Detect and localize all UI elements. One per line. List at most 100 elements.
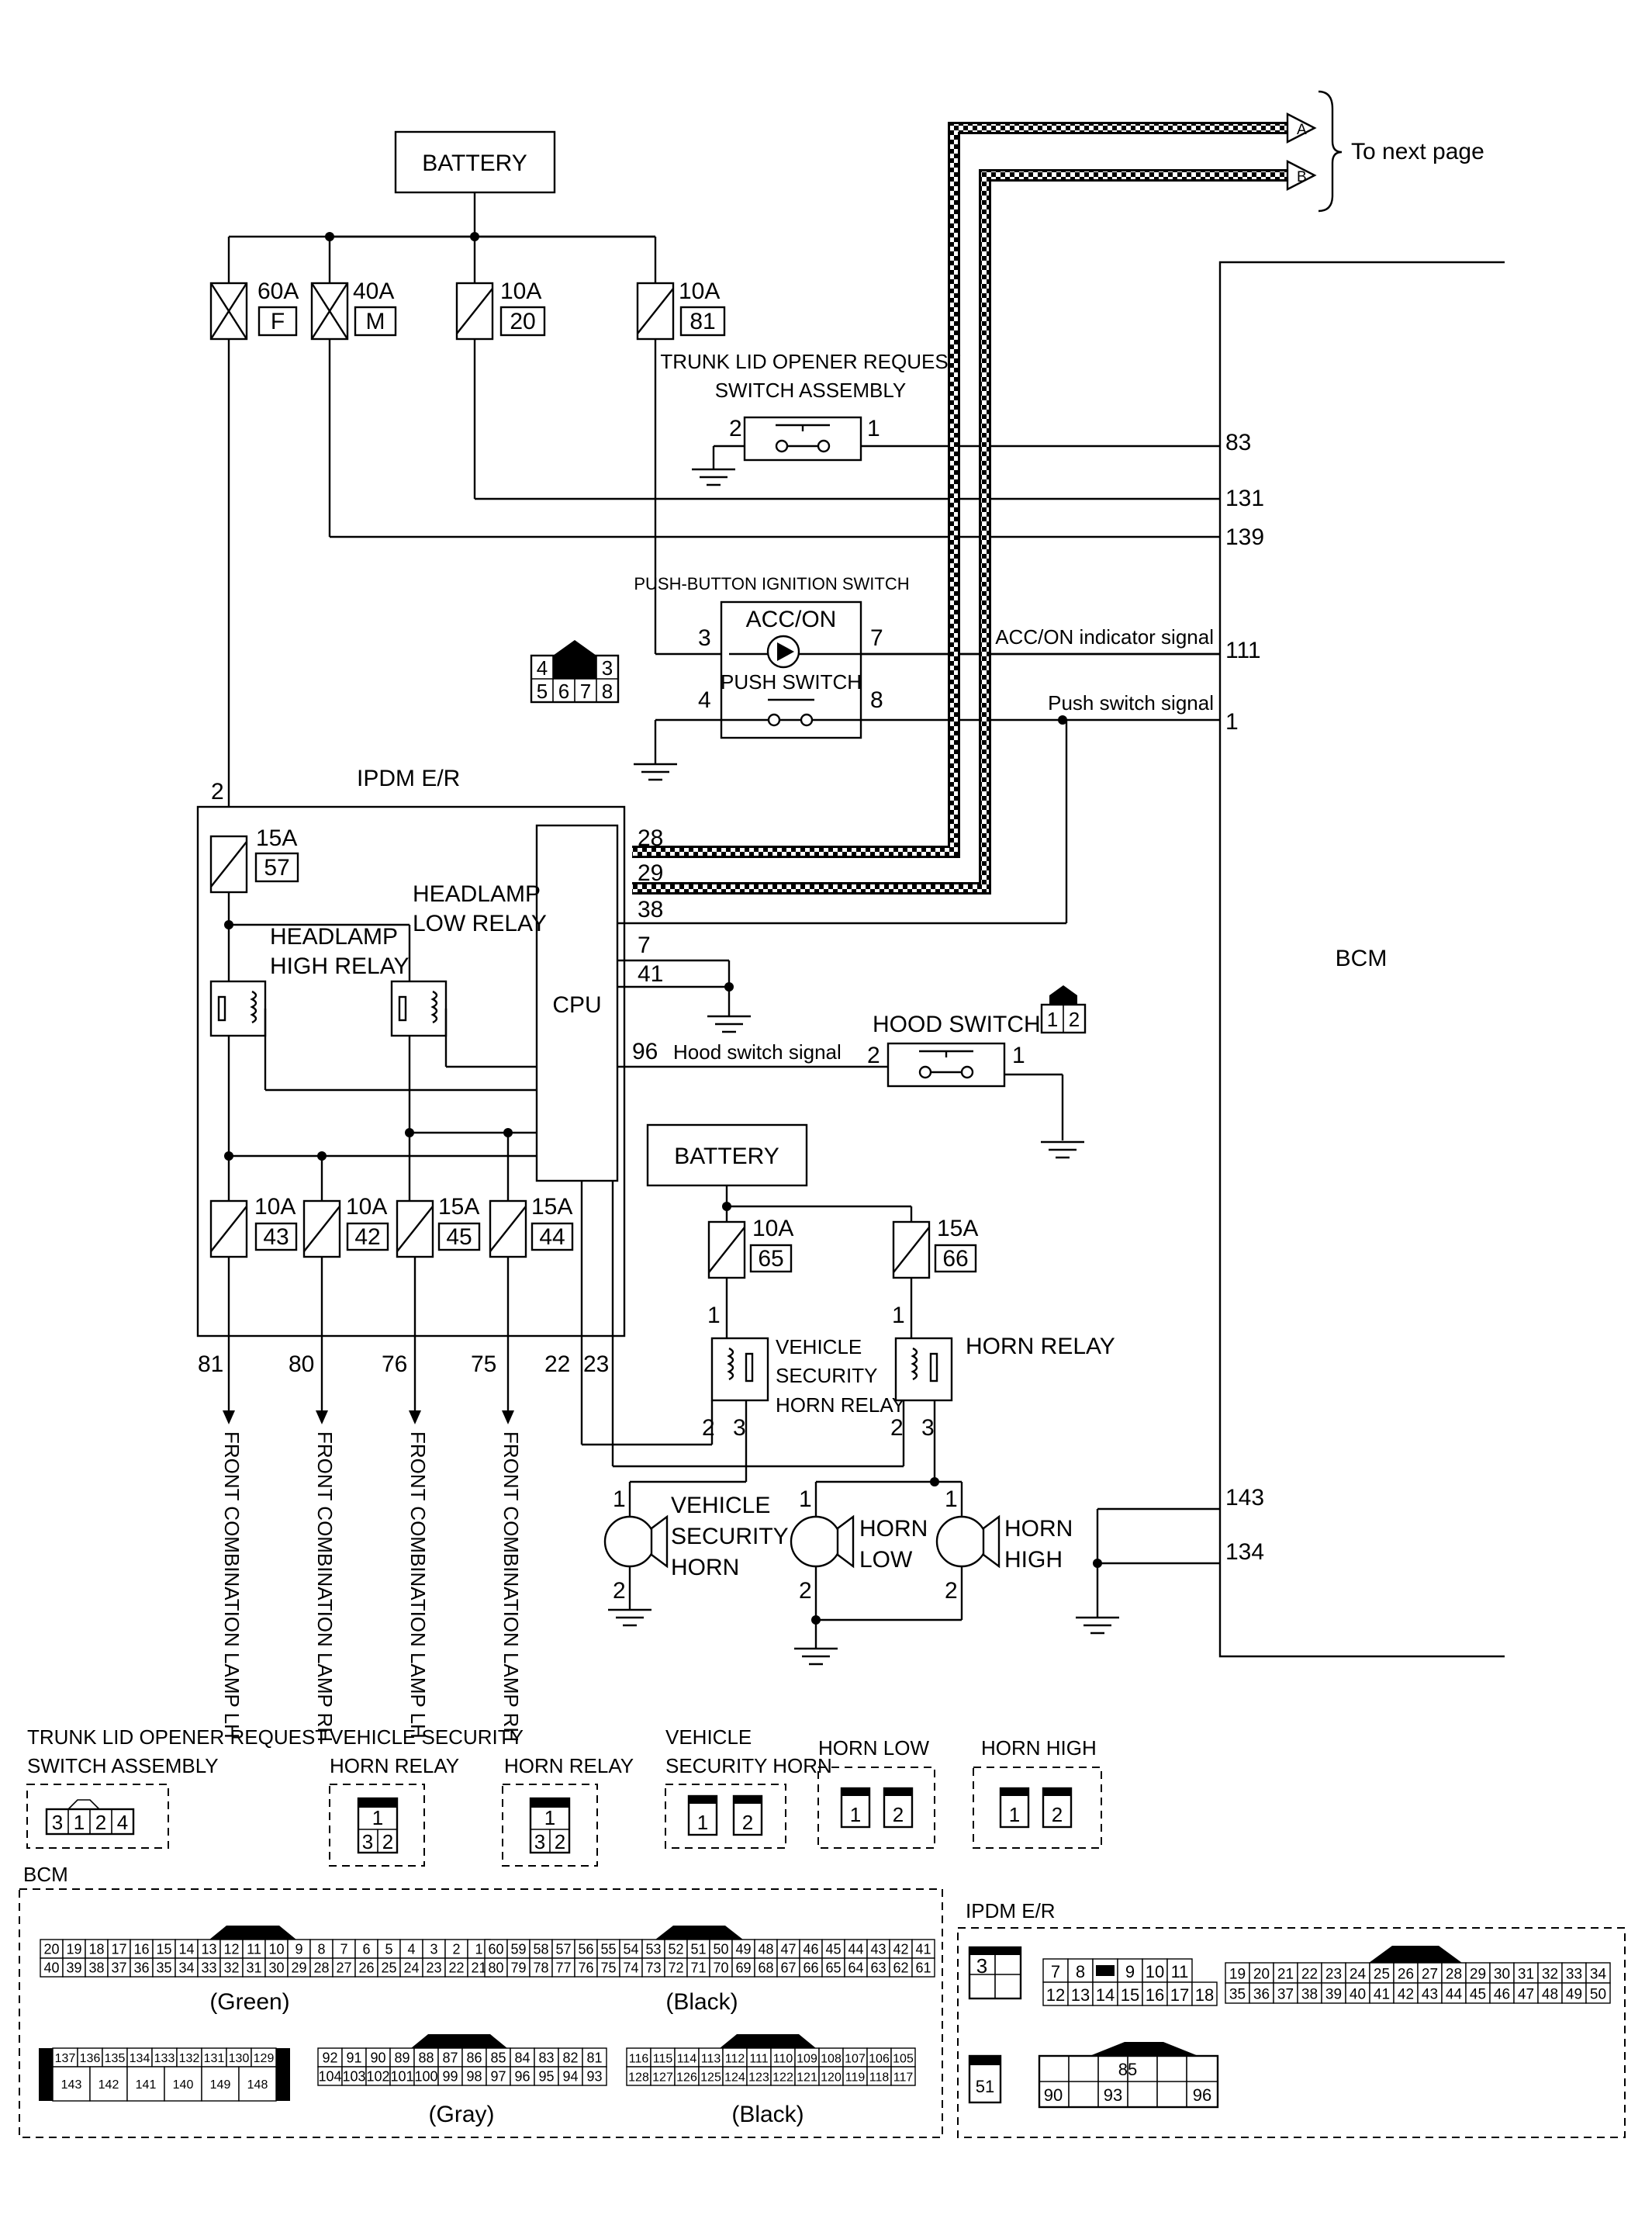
pin-label: 126 bbox=[676, 2071, 697, 2085]
relay-label: HEADLAMP bbox=[413, 881, 541, 907]
pin-label: 115 bbox=[653, 2053, 673, 2066]
pin-cell bbox=[534, 2066, 559, 2086]
pin-label: 23 bbox=[1325, 1966, 1342, 1982]
fuse-id: 20 bbox=[510, 309, 535, 334]
pin-label: 103 bbox=[342, 2069, 365, 2085]
fuse-id: 44 bbox=[539, 1224, 565, 1250]
pin-cell bbox=[1369, 1982, 1395, 2004]
pin-label: 2 bbox=[382, 1830, 393, 1853]
pin-label: 3 bbox=[602, 656, 613, 680]
relay-label: HORN RELAY bbox=[966, 1334, 1115, 1359]
pin-label: 13 bbox=[1071, 1985, 1090, 2005]
pin-label: 35 bbox=[156, 1960, 171, 1976]
pin-label: 24 bbox=[403, 1960, 419, 1976]
pin-label: 2 bbox=[893, 1803, 904, 1826]
pin-label: 1 bbox=[372, 1806, 383, 1829]
pin-label: 87 bbox=[442, 2050, 458, 2066]
pin-label: 12 bbox=[223, 1942, 239, 1957]
pin-label: 1 bbox=[945, 1486, 958, 1512]
pin-label: 1 bbox=[850, 1803, 861, 1826]
horn-label: LOW bbox=[859, 1547, 913, 1573]
pin-label: 76 bbox=[578, 1960, 593, 1976]
pin-label: 46 bbox=[803, 1942, 818, 1957]
battery-label: BATTERY bbox=[674, 1144, 779, 1169]
pin-label: 7 bbox=[580, 680, 591, 703]
pin-label: 85 bbox=[1118, 2060, 1137, 2079]
pin-label: 37 bbox=[111, 1960, 126, 1976]
pin-label: 76 bbox=[382, 1351, 407, 1377]
pin-cell bbox=[1321, 1982, 1346, 2004]
pin-label: 131 bbox=[204, 2052, 225, 2065]
pin-cell bbox=[746, 2047, 772, 2068]
pin-label: 1 bbox=[892, 1303, 905, 1328]
pin-cell bbox=[175, 1957, 199, 1978]
fuse-id: 57 bbox=[264, 855, 289, 881]
pin-label: 49 bbox=[735, 1942, 751, 1957]
pin-label: 27 bbox=[1422, 1966, 1438, 1982]
pin-label: 4 bbox=[537, 656, 548, 680]
pin-label: 22 bbox=[1301, 1966, 1318, 1982]
pin-cell bbox=[1513, 1982, 1539, 2004]
pin-label: 70 bbox=[713, 1960, 728, 1976]
pin-cell bbox=[619, 1957, 643, 1978]
horn-label: SECURITY bbox=[671, 1524, 789, 1549]
pin-label: 11 bbox=[1171, 1962, 1189, 1981]
pin-label: 89 bbox=[394, 2050, 410, 2066]
pin-label: 29 bbox=[291, 1960, 306, 1976]
pin-label: 43 bbox=[1422, 1986, 1438, 2002]
pin-label: 7 bbox=[1051, 1962, 1060, 1981]
pin-label: 96 bbox=[632, 1039, 658, 1064]
pin-label: 15 bbox=[1121, 1985, 1139, 2005]
pin-label: 25 bbox=[1374, 1966, 1390, 1982]
fuse-id: 81 bbox=[689, 309, 715, 334]
pin-label: 106 bbox=[869, 2053, 890, 2066]
pin-cell bbox=[844, 1939, 868, 1959]
pin-label: 20 bbox=[43, 1942, 59, 1957]
pin-label: 94 bbox=[562, 2069, 578, 2085]
pin-label: 107 bbox=[845, 2053, 866, 2066]
pin-label: 5 bbox=[537, 680, 548, 703]
pin-cell bbox=[444, 1957, 468, 1978]
ipdm-er-block: IPDM E/R 2 15A 57 CPU HEADLAMP HIGH RELA… bbox=[196, 766, 842, 1377]
pin-label: 29 bbox=[1470, 1966, 1486, 1982]
pin-label: 122 bbox=[772, 2071, 793, 2085]
pin-cell bbox=[674, 2066, 700, 2086]
pin-cell bbox=[399, 1957, 423, 1978]
acc-signal-label: ACC/ON indicator signal bbox=[995, 625, 1214, 649]
pin-label: 75 bbox=[471, 1351, 496, 1377]
pin-cell bbox=[1225, 1962, 1250, 1984]
bcm-pin: 111 bbox=[1225, 638, 1261, 663]
pin-label: 7 bbox=[870, 625, 883, 651]
pin-label: 142 bbox=[98, 2078, 119, 2092]
pin-label: 41 bbox=[915, 1942, 931, 1957]
pin-label: 134 bbox=[130, 2052, 150, 2065]
pin-label: 47 bbox=[780, 1942, 796, 1957]
pin-label: 8 bbox=[870, 687, 883, 713]
connector-title: VEHICLE SECURITY bbox=[330, 1725, 524, 1749]
pin-label: 26 bbox=[358, 1960, 374, 1976]
pin-cell bbox=[709, 1939, 733, 1959]
relay-label: LOW RELAY bbox=[413, 911, 547, 936]
pin-label: 114 bbox=[677, 2053, 697, 2066]
pin-label: 18 bbox=[88, 1942, 104, 1957]
pin-label: 61 bbox=[915, 1960, 931, 1976]
pin-cell bbox=[754, 1939, 778, 1959]
bcm-pin: 1 bbox=[1225, 709, 1239, 735]
relay-label: HORN RELAY bbox=[776, 1393, 905, 1417]
pin-label: 6 bbox=[362, 1942, 370, 1957]
pin-label: 32 bbox=[223, 1960, 239, 1976]
pin-label: 30 bbox=[268, 1960, 284, 1976]
connector-title: HORN RELAY bbox=[330, 1754, 459, 1777]
pin-label: 28 bbox=[313, 1960, 329, 1976]
pin-label: 80 bbox=[289, 1351, 314, 1377]
pin-cell bbox=[534, 2047, 559, 2068]
pin-label: 21 bbox=[1277, 1966, 1294, 1982]
fuse-id: 65 bbox=[758, 1246, 783, 1272]
pin-label: 36 bbox=[1253, 1986, 1270, 2002]
pin-cell bbox=[62, 1957, 86, 1978]
relay-label: HIGH RELAY bbox=[270, 953, 410, 979]
pin-label: 71 bbox=[690, 1960, 706, 1976]
